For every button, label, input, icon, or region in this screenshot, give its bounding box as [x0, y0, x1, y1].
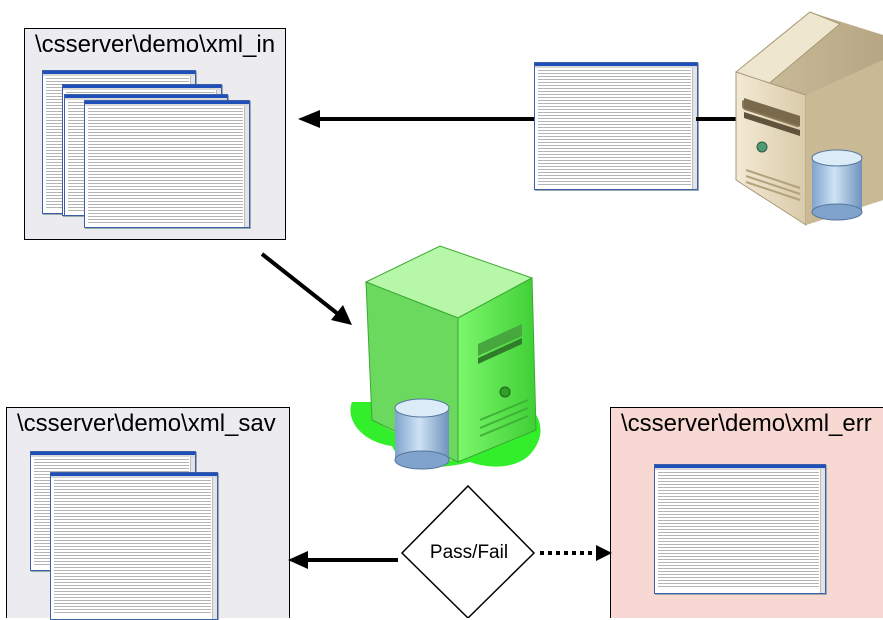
arrow-to-processing-server [260, 252, 352, 325]
decision-label: Pass/Fail [429, 542, 509, 563]
document-icon [84, 100, 250, 228]
database-icon [811, 149, 863, 221]
arrow-to-xml-in [298, 110, 740, 128]
arrow-pass-to-xml-sav [288, 551, 398, 569]
document-icon [654, 464, 826, 594]
folder-xml-err-title: \csserver\demo\xml_err [621, 410, 872, 437]
folder-xml-in-title: \csserver\demo\xml_in [35, 31, 276, 58]
database-icon [394, 398, 450, 470]
decision-diamond [400, 484, 536, 618]
document-icon [50, 472, 218, 620]
arrow-fail-to-xml-err [540, 545, 612, 561]
source-server-icon [735, 11, 883, 226]
folder-xml-sav-title: \csserver\demo\xml_sav [17, 410, 276, 437]
document-icon [534, 62, 698, 190]
